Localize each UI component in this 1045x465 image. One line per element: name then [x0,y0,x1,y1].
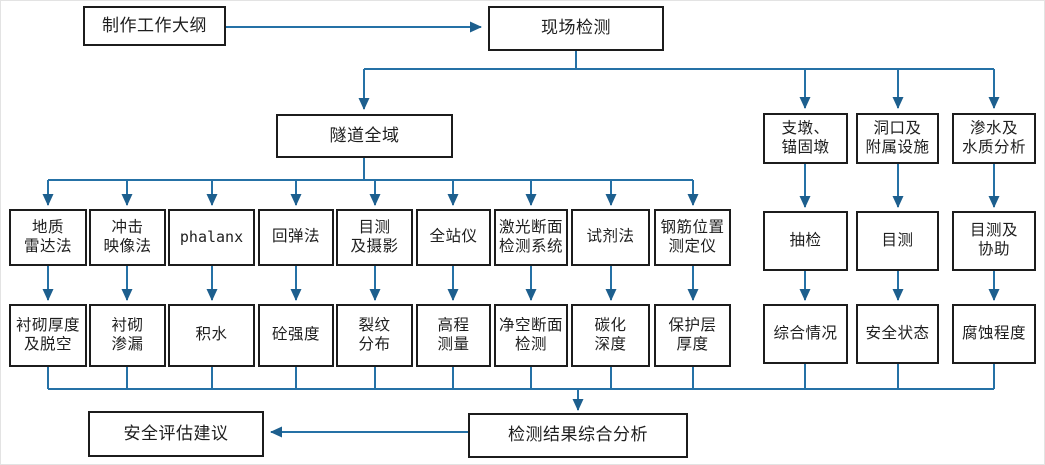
node-overall-situation: 综合情况 [763,304,848,364]
node-crack-distribution: 裂纹 分布 [336,304,413,367]
edge-tunnel-fanout-bus [42,158,699,206]
node-concrete-strength: 砼强度 [258,304,334,367]
node-lining-thickness: 衬砌厚度 及脱空 [9,304,87,367]
node-tunnel-whole: 隧道全域 [276,114,453,158]
node-clearance-section: 净空断面 检测 [494,304,568,367]
edge-methods-to-results [42,266,699,301]
node-site-inspection: 现场检测 [488,6,664,51]
node-lining-leakage: 衬砌 渗漏 [89,304,166,367]
node-outline: 制作工作大纲 [83,6,226,46]
node-cover-thickness: 保护层 厚度 [654,304,731,367]
node-rebound: 回弹法 [258,209,334,266]
node-geo-radar: 地质 雷达法 [9,209,87,266]
node-seepage-water: 渗水及 水质分析 [952,113,1036,164]
node-carbonation-depth: 碳化 深度 [571,304,650,367]
node-laser-section: 激光断面 检测系统 [494,209,568,266]
edge-results-collect-bus [47,364,995,411]
edge-right-mid-to-bottom [799,271,1000,301]
node-impact-imaging: 冲击 映像法 [89,209,166,266]
node-portal-facilities: 洞口及 附属设施 [856,113,939,164]
edge-site-fanout-bus [358,51,1000,110]
node-elevation-survey: 高程 测量 [416,304,491,367]
node-reagent: 试剂法 [571,209,650,266]
node-sampling: 抽检 [763,211,848,271]
node-rebar-locator: 钢筋位置 测定仪 [654,209,731,266]
node-visual-assist: 目测及 协助 [952,211,1036,271]
node-water-accumulation: 积水 [168,304,255,367]
node-analysis: 检测结果综合分析 [468,413,688,458]
node-corrosion-degree: 腐蚀程度 [952,304,1036,364]
edge-right-top-to-mid [799,164,1000,208]
node-safety-state: 安全状态 [856,304,939,364]
node-visual: 目测 [856,211,939,271]
node-pier-anchor: 支墩、 锚固墩 [763,113,848,164]
node-total-station: 全站仪 [416,209,491,266]
node-advice: 安全评估建议 [88,411,264,457]
node-phalanx: phalanx [168,209,255,266]
node-visual-photo: 目测 及摄影 [336,209,413,266]
